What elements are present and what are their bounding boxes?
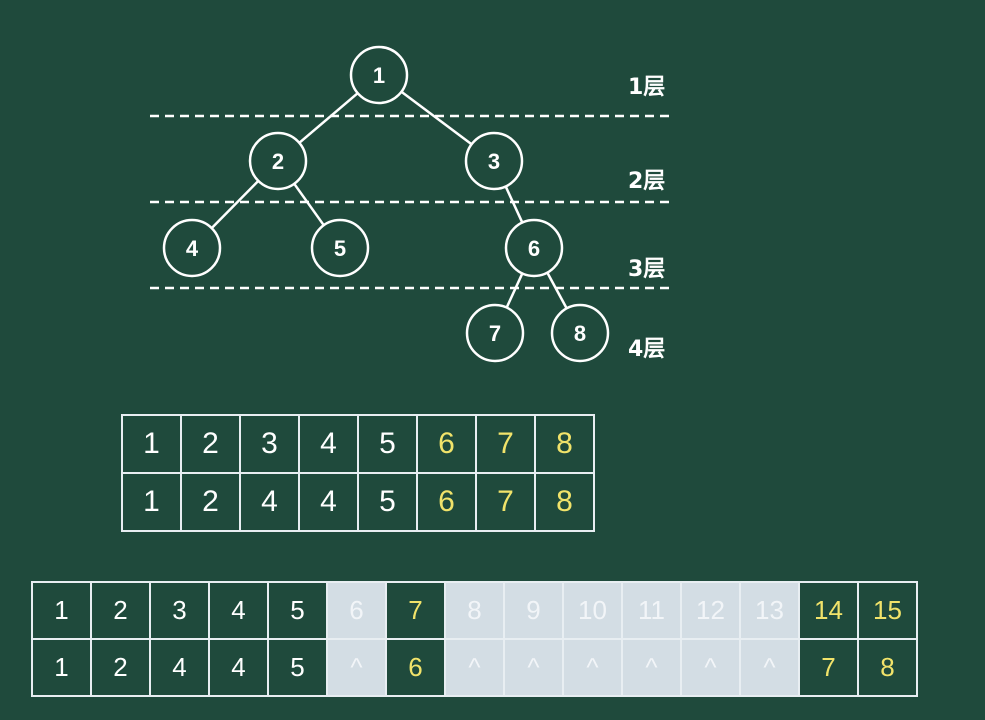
table-cell: 6 — [416, 472, 477, 532]
table-cell: 13 — [739, 581, 800, 640]
table-cell: 5 — [357, 414, 418, 474]
tree-node-circle — [162, 218, 222, 278]
level-label-2: 2层 — [628, 169, 665, 194]
tree-node-circle — [349, 45, 409, 105]
tree-node-1: 1 — [349, 45, 409, 105]
tree-node-label: 6 — [528, 236, 540, 261]
tree-edge-6-7 — [505, 272, 524, 309]
tree-node-6: 6 — [504, 218, 564, 278]
table-cell: 4 — [208, 638, 269, 697]
tree-node-circle — [550, 303, 610, 363]
tree-node-label: 1 — [373, 63, 385, 88]
table-cell: 5 — [357, 472, 418, 532]
tree-node-2: 2 — [248, 131, 308, 191]
tree-node-4: 4 — [162, 218, 222, 278]
table-cell: 7 — [385, 581, 446, 640]
tree-node-label: 2 — [272, 149, 284, 174]
table-cell: ^ — [621, 638, 682, 697]
table-cell: 6 — [326, 581, 387, 640]
tree-node-circle — [504, 218, 564, 278]
table-cell: 3 — [149, 581, 210, 640]
table-cell: 1 — [31, 638, 92, 697]
tree-node-circle — [310, 218, 370, 278]
table-cell: 15 — [857, 581, 918, 640]
binary-tree-diagram: 1 2 3 4 5 6 7 8 1层 2层 3层 4层 — [150, 45, 670, 363]
table-cell: 1 — [121, 472, 182, 532]
table-cell: 4 — [149, 638, 210, 697]
table-cell: 7 — [475, 472, 536, 532]
tree-node-circle — [465, 303, 525, 363]
table-cell: 2 — [90, 581, 151, 640]
tree-node-7: 7 — [465, 303, 525, 363]
table-cell: 8 — [534, 414, 595, 474]
tree-edge-2-5 — [293, 183, 325, 226]
table-cell: ^ — [680, 638, 741, 697]
table-cell: 8 — [444, 581, 505, 640]
table-cell: ^ — [326, 638, 387, 697]
table-cell: 11 — [621, 581, 682, 640]
tree-node-label: 8 — [574, 321, 586, 346]
table-cell: 7 — [798, 638, 859, 697]
table-cell: ^ — [562, 638, 623, 697]
table-cell: 2 — [180, 414, 241, 474]
table-cell: ^ — [503, 638, 564, 697]
level-label-1: 1层 — [628, 75, 665, 100]
table-cell: 2 — [180, 472, 241, 532]
table-cell: 1 — [121, 414, 182, 474]
table-cell: ^ — [739, 638, 800, 697]
tree-node-5: 5 — [310, 218, 370, 278]
table-cell: 12 — [680, 581, 741, 640]
tree-edge-6-8 — [546, 272, 568, 309]
tree-node-label: 3 — [488, 149, 500, 174]
table-cell: 7 — [475, 414, 536, 474]
table-cell: 6 — [385, 638, 446, 697]
level-label-4: 4层 — [628, 337, 665, 362]
table-cell: 14 — [798, 581, 859, 640]
tree-node-8: 8 — [550, 303, 610, 363]
table-cell: 4 — [298, 472, 359, 532]
tree-node-circle — [248, 131, 308, 191]
table-cell: 10 — [562, 581, 623, 640]
table-cell: 2 — [90, 638, 151, 697]
tree-edge-1-2 — [298, 92, 359, 144]
table-cell: ^ — [444, 638, 505, 697]
tree-node-label: 7 — [489, 321, 501, 346]
table-cell: 1 — [31, 581, 92, 640]
tree-node-label: 5 — [334, 236, 346, 261]
table-cell: 5 — [267, 638, 328, 697]
table-cell: 4 — [208, 581, 269, 640]
table-cell: 4 — [298, 414, 359, 474]
tree-edge-2-4 — [210, 180, 260, 229]
table-cell: 8 — [534, 472, 595, 532]
table-cell: 3 — [239, 414, 300, 474]
table-cell: 5 — [267, 581, 328, 640]
tree-node-circle — [464, 131, 524, 191]
table-cell: 9 — [503, 581, 564, 640]
tree-node-3: 3 — [464, 131, 524, 191]
table-cell: 4 — [239, 472, 300, 532]
tree-edge-3-6 — [504, 185, 524, 224]
tree-node-label: 4 — [186, 236, 199, 261]
tree-edge-1-3 — [400, 90, 473, 146]
table-cell: 6 — [416, 414, 477, 474]
table-cell: 8 — [857, 638, 918, 697]
level-label-3: 3层 — [628, 257, 665, 282]
